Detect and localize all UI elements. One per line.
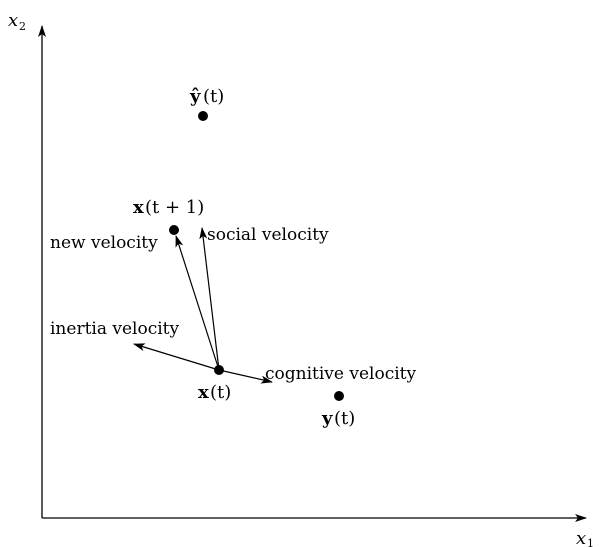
current-position-arg: (t) <box>210 382 231 403</box>
cognitive-velocity-arrow <box>218 369 273 384</box>
next-position-label: x <box>133 197 144 218</box>
global-best-point <box>198 111 208 121</box>
y-axis-label: x <box>8 10 18 31</box>
new-velocity-arrow <box>175 235 220 371</box>
social-velocity-arrow <box>199 227 220 371</box>
y-axis-label-sub: 2 <box>19 20 26 33</box>
inertia-velocity-label: inertia velocity <box>50 319 180 339</box>
social-velocity-label: social velocity <box>207 225 329 245</box>
cognitive-velocity-label: cognitive velocity <box>265 364 416 384</box>
current-position-label: x <box>198 382 209 403</box>
next-position-point <box>169 225 179 235</box>
x-axis-label-sub: 1 <box>587 537 594 547</box>
new-velocity-label: new velocity <box>50 233 158 253</box>
global-best-label: ŷ <box>189 86 201 107</box>
personal-best-point <box>334 391 344 401</box>
personal-best-arg: (t) <box>334 408 355 429</box>
inertia-velocity-arrow <box>133 343 220 371</box>
global-best-arg: (t) <box>203 86 224 107</box>
current-position-point <box>214 365 224 375</box>
next-position-arg: (t + 1) <box>145 197 204 218</box>
x-axis-label: x <box>576 528 586 547</box>
personal-best-label: y <box>321 408 333 429</box>
